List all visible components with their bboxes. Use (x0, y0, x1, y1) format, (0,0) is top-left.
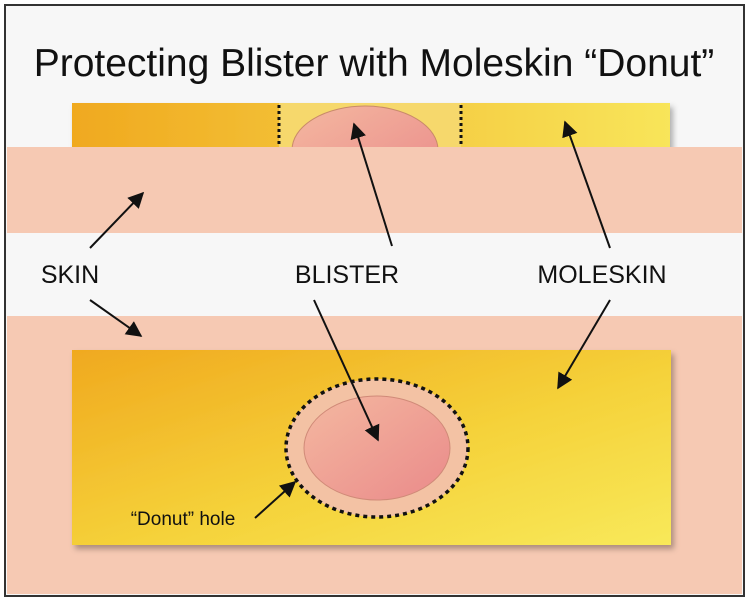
arrow-skin-bottom (89, 299, 143, 337)
skin-label: SKIN (41, 261, 99, 289)
arrow-moleskin-top (562, 120, 611, 249)
top-view (7, 316, 742, 594)
arrows (89, 120, 611, 519)
arrow-skin-top (89, 191, 145, 249)
moleskin-label: MOLESKIN (537, 261, 666, 289)
arrow-moleskin-bottom (557, 299, 611, 390)
diagram-title: Protecting Blister with Moleskin “Donut” (34, 42, 715, 85)
donut-hole-label: “Donut” hole (131, 509, 236, 530)
donut-hole-outline (284, 377, 470, 519)
arrow-blister-top (350, 122, 393, 247)
cross-section (7, 103, 742, 233)
arrow-blister-bottom (313, 299, 380, 442)
blister-label: BLISTER (295, 261, 399, 289)
blister-top-view (303, 395, 451, 501)
arrow-donut-hole (254, 480, 297, 519)
